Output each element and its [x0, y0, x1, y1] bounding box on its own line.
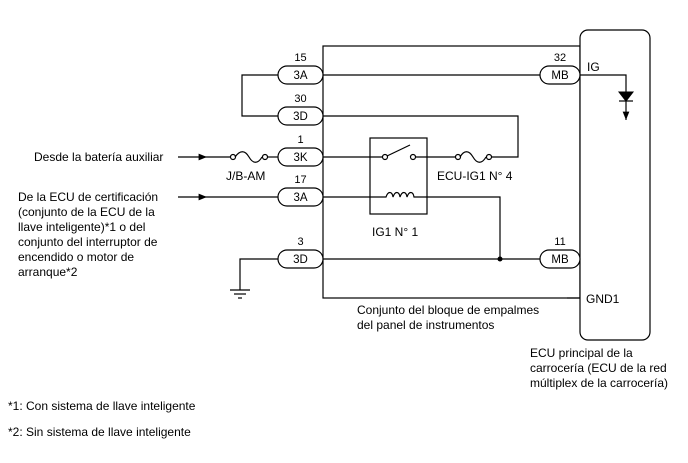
ecu-source-line: conjunto del interruptor de: [18, 235, 158, 249]
ground-wire: [239, 258, 278, 290]
footnote-2: *2: Sin sistema de llave inteligente: [8, 425, 191, 439]
ecu-ig1-fuse-icon: [459, 151, 487, 163]
connector-3a-17: 3A 17: [277, 174, 324, 207]
jb-am-fuse-icon: [234, 151, 263, 163]
ecu-source-label: De la ECU de certificación (conjunto de …: [18, 190, 158, 279]
main-body-ecu-line: múltiplex de la carrocería): [530, 376, 668, 390]
main-body-ecu-line: ECU principal de la: [530, 346, 633, 360]
ecu-source-line: encendido o motor de: [18, 250, 134, 264]
jb-am-fuse-terminal: [261, 153, 269, 161]
connector-3k-1: 3K 1: [277, 134, 324, 167]
pin-number: 17: [294, 174, 306, 186]
ecu-ig1-fuse-terminal: [485, 153, 493, 161]
connector-code: 3D: [293, 254, 308, 266]
footnote-1: *1: Con sistema de llave inteligente: [8, 399, 196, 413]
connector-code: 3A: [293, 192, 307, 204]
battery-source-label: Desde la batería auxiliar: [34, 150, 163, 164]
relay-contact-icon: [381, 153, 389, 161]
main-body-ecu-outline: [579, 29, 651, 341]
connector-code: MB: [551, 254, 569, 266]
ig-terminal-label: IG: [587, 60, 600, 74]
connector-code: MB: [551, 70, 569, 82]
pin-number: 3: [297, 236, 303, 248]
connector-mb-32: MB 32: [539, 52, 581, 85]
gnd1-terminal-label: GND1: [586, 292, 620, 306]
connector-3a-15: 3A 15: [277, 52, 324, 85]
jb-am-fuse-label: J/B-AM: [226, 169, 265, 183]
main-body-ecu-line: carrocería (ECU de la red: [530, 361, 667, 375]
pin-number: 15: [294, 52, 306, 64]
junction-block-label: Conjunto del bloque de empalmes del pane…: [357, 303, 539, 332]
ecu-source-line: (conjunto de la ECU de la: [18, 205, 155, 219]
connector-3d-3: 3D 3: [277, 236, 324, 269]
connector-mb-11: MB 11: [539, 236, 581, 269]
relay-coil-icon: [370, 191, 427, 198]
pin-number: 30: [294, 93, 306, 105]
loop-wire-3a-3d: [241, 74, 278, 117]
pin-number: 1: [297, 134, 303, 146]
ecu-source-line: arranque*2: [18, 265, 78, 279]
connector-code: 3A: [293, 70, 307, 82]
connector-code: 3K: [293, 152, 307, 164]
ecu-ig1-fuse-terminal: [454, 153, 462, 161]
pin-number: 11: [554, 236, 565, 248]
relay-switch-blade-icon: [386, 144, 411, 157]
ig1-relay-box: [369, 137, 428, 215]
relay-contact-icon: [409, 153, 417, 161]
connector-code: 3D: [293, 111, 308, 123]
ig1-relay-label: IG1 N° 1: [372, 225, 418, 239]
junction-block-line: del panel de instrumentos: [357, 318, 494, 332]
pin-number: 32: [554, 52, 566, 64]
ecu-source-line: De la ECU de certificación: [18, 190, 158, 204]
junction-block-line: Conjunto del bloque de empalmes: [357, 303, 539, 317]
ecu-source-line: llave inteligente)*1 o del: [18, 220, 145, 234]
jb-am-fuse-terminal: [229, 153, 237, 161]
ecu-ig1-fuse-label: ECU-IG1 N° 4: [437, 169, 513, 183]
wire-3d-to-fuse: [323, 115, 519, 158]
connector-3d-30: 3D 30: [277, 93, 324, 126]
wire-coil-to-ground: [427, 196, 501, 259]
junction-block-outline: [322, 45, 581, 299]
splice-dot: [497, 256, 503, 262]
diode-icon: [617, 91, 635, 102]
main-body-ecu-label: ECU principal de la carrocería (ECU de l…: [530, 346, 668, 390]
wire-ig-to-diode: [580, 74, 627, 92]
